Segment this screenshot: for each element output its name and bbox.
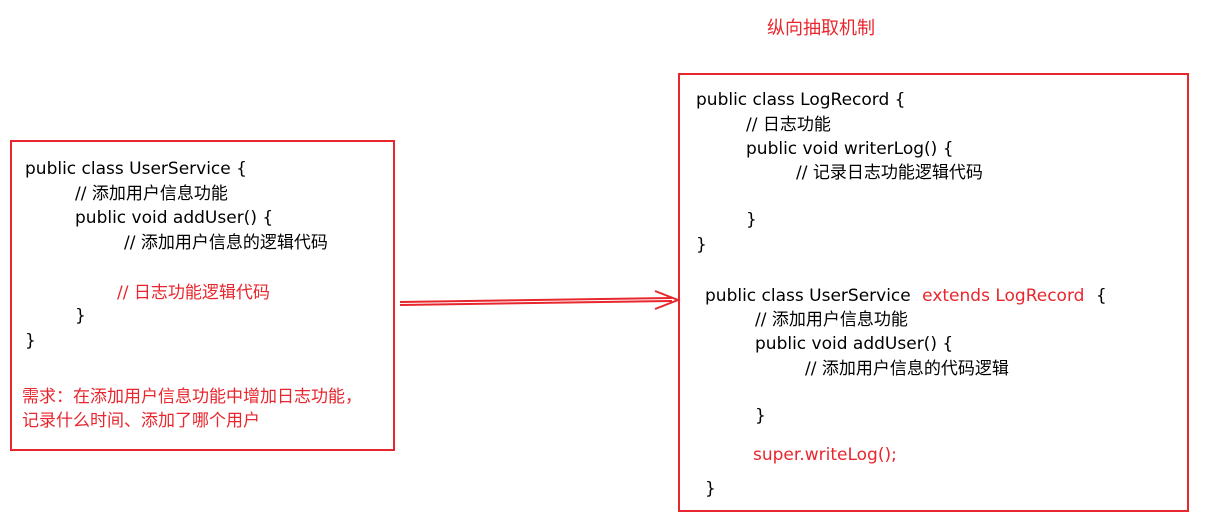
diagram-title: 纵向抽取机制 bbox=[767, 18, 875, 39]
user-class-close: } bbox=[705, 479, 716, 499]
left-code-box bbox=[10, 140, 395, 451]
requirement-line-2: 记录什么时间、添加了哪个用户 bbox=[22, 411, 260, 431]
left-class-close: } bbox=[25, 331, 36, 351]
log-comment: // 日志功能 bbox=[746, 115, 831, 135]
log-class-close: } bbox=[696, 235, 707, 255]
log-method-comment: // 记录日志功能逻辑代码 bbox=[796, 163, 983, 183]
left-method-close: } bbox=[75, 306, 86, 326]
user-method-decl: public void addUser() { bbox=[755, 334, 954, 354]
log-class-decl: public class LogRecord { bbox=[696, 90, 906, 110]
log-method-close: } bbox=[746, 210, 757, 230]
left-comment-add-user: // 添加用户信息功能 bbox=[75, 184, 228, 204]
left-method-decl: public void addUser() { bbox=[75, 208, 274, 228]
user-comment: // 添加用户信息功能 bbox=[755, 310, 908, 330]
user-method-comment: // 添加用户信息的代码逻辑 bbox=[805, 359, 1009, 379]
left-class-decl: public class UserService { bbox=[25, 159, 247, 179]
user-class-open-brace: { bbox=[1095, 286, 1107, 306]
user-class-decl-line: public class UserService extends LogReco… bbox=[705, 284, 1107, 308]
extends-clause: extends LogRecord bbox=[922, 286, 1085, 306]
left-comment-log: // 日志功能逻辑代码 bbox=[117, 283, 270, 303]
user-method-close: } bbox=[755, 406, 766, 426]
right-code-box bbox=[678, 73, 1189, 512]
user-class-decl: public class UserService bbox=[705, 286, 911, 306]
log-method-decl: public void writerLog() { bbox=[746, 139, 954, 159]
requirement-line-1: 需求：在添加用户信息功能中增加日志功能， bbox=[22, 387, 362, 407]
super-call: super.writeLog(); bbox=[753, 445, 897, 465]
left-comment-logic: // 添加用户信息的逻辑代码 bbox=[124, 233, 328, 253]
